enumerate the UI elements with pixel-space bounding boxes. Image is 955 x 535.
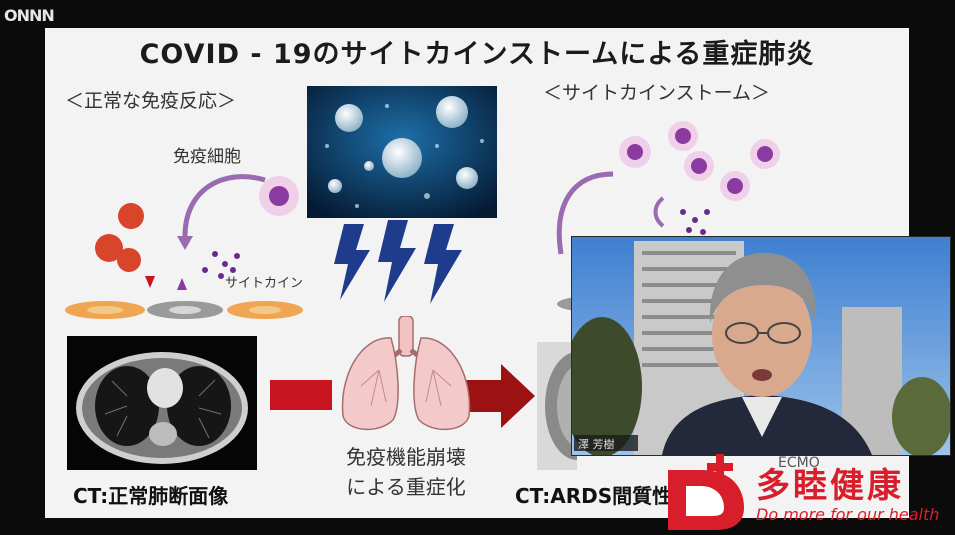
center-label-line1: 免疫機能崩壊 bbox=[346, 445, 466, 469]
speaker-video: 澤 芳樹 bbox=[571, 236, 951, 456]
speaker-video-frame bbox=[572, 237, 950, 455]
right-arrow-icon bbox=[465, 364, 535, 428]
brand-logo-icon bbox=[668, 454, 744, 530]
normal-response-diagram bbox=[65, 174, 303, 319]
brand-tagline: Do more for our health bbox=[756, 505, 940, 524]
lungs-icon bbox=[341, 316, 471, 431]
ecmo-label: ECMO bbox=[778, 455, 820, 471]
center-label-line2: による重症化 bbox=[346, 475, 466, 499]
virus-image bbox=[307, 86, 497, 218]
left-arrow-shaft bbox=[270, 380, 332, 410]
cytokine-storm-heading: ＜サイトカインストーム＞ bbox=[543, 82, 771, 104]
normal-response-heading: ＜正常な免疫反応＞ bbox=[65, 90, 237, 112]
cytokine-label: サイトカイン bbox=[225, 276, 304, 291]
channel-logo: ONNN bbox=[4, 6, 55, 25]
center-label: 免疫機能崩壊 による重症化 bbox=[321, 442, 491, 502]
ct-normal-label: CT:正常肺断面像 bbox=[73, 484, 229, 508]
speaker-name-tag: 澤 芳樹 bbox=[578, 438, 615, 451]
slide-title: COVID - 19のサイトカインストームによる重症肺炎 bbox=[139, 39, 815, 70]
immune-cell-label: 免疫細胞 bbox=[173, 147, 241, 167]
brand-name: 多睦健康 bbox=[756, 466, 904, 506]
ct-normal-image bbox=[67, 336, 257, 470]
lightning-icons bbox=[334, 220, 462, 304]
